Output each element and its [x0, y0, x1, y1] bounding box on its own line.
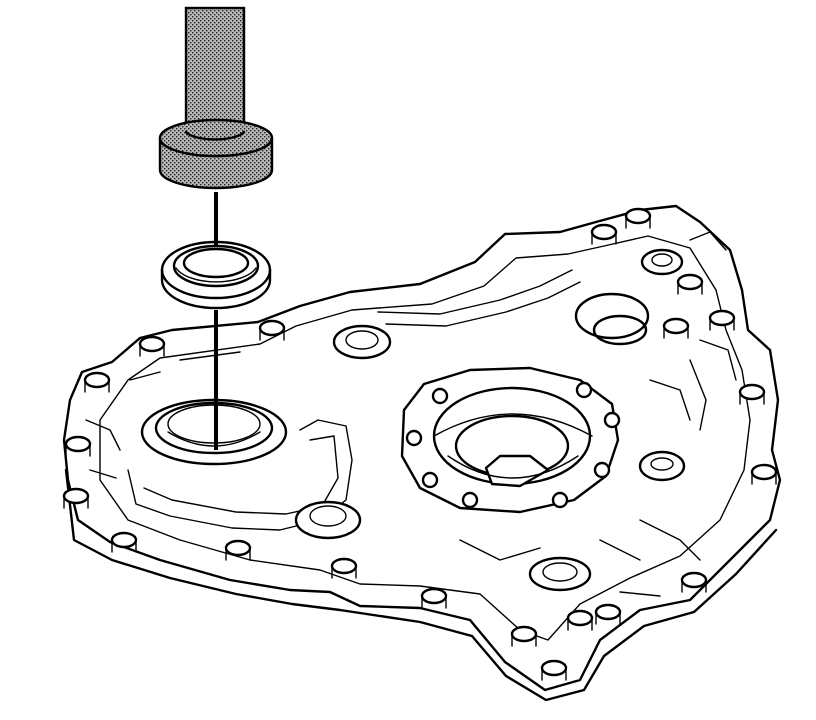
right-side-ribs — [459, 231, 737, 597]
round-boss-lower — [294, 500, 362, 540]
installer-head-top — [158, 118, 274, 158]
installer-handle — [184, 6, 246, 138]
cover-lower-edge — [64, 468, 778, 702]
round-boss-bottom — [528, 556, 592, 592]
round-boss-top-right — [574, 292, 650, 346]
inner-rim — [99, 235, 751, 641]
crankshaft-front-seal — [160, 240, 272, 310]
upper-groove — [377, 269, 581, 327]
round-boss-upper-right — [640, 248, 684, 276]
engine-front-cover — [62, 204, 782, 702]
perimeter-bolt-bosses — [62, 207, 778, 681]
round-boss-upper — [332, 324, 392, 360]
seal-installer-tool — [158, 6, 274, 190]
oil-pump-housing — [400, 366, 621, 514]
left-side-ribs — [85, 351, 241, 479]
round-boss-right — [638, 450, 686, 482]
